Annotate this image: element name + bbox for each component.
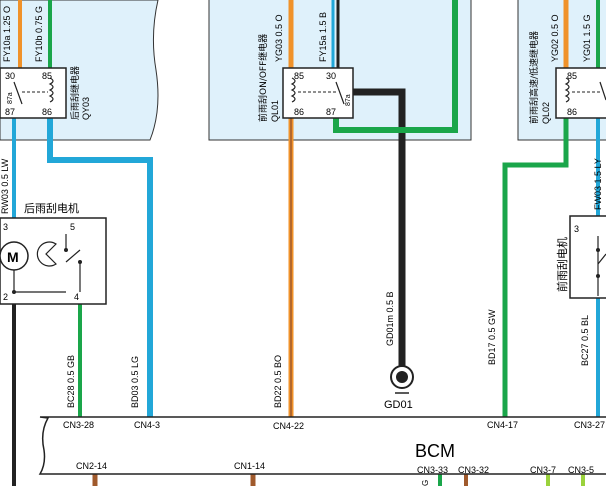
rear-motor-node bbox=[12, 290, 16, 294]
rear-motor-symbol: M bbox=[7, 249, 19, 265]
label-fy10a: FY10a 1.25 O bbox=[2, 6, 12, 62]
label-rw03: RW03 0.5 LW bbox=[0, 158, 10, 214]
rear-motor-pin-2: 2 bbox=[3, 292, 8, 302]
ground-inner-dot bbox=[396, 371, 408, 383]
relay-onoff-pin-87a: 87a bbox=[345, 94, 352, 106]
bcm-pin-cn1-14: CN1-14 bbox=[234, 461, 265, 471]
front-motor-pin-3: 3 bbox=[574, 224, 579, 234]
rear-motor-title: 后雨刮电机 bbox=[24, 201, 79, 215]
relay-speed-contact bbox=[599, 81, 606, 101]
rear-motor-pin-4: 4 bbox=[74, 292, 79, 302]
label-yg01: YG01 1.5 G bbox=[582, 14, 592, 62]
relay-rear-coil bbox=[48, 77, 54, 103]
front-motor-title: 前雨刮电机 bbox=[555, 237, 569, 292]
rear-motor-cam-icon bbox=[36, 241, 57, 267]
wires bbox=[12, 0, 600, 486]
bcm-pin-cn2-14: CN2-14 bbox=[76, 461, 107, 471]
label-bd22: BD22 0.5 BO bbox=[273, 355, 283, 408]
label-fw03: FW03 1.5 LY bbox=[593, 158, 603, 210]
label-bc27: BC27 0.5 BL bbox=[580, 315, 590, 366]
relay-rear-pin-86: 86 bbox=[42, 107, 52, 117]
relay-onoff-pin-87: 87 bbox=[326, 107, 336, 117]
wire-bd03 bbox=[47, 118, 153, 418]
front-wiper-motor: FW03 1.5 LY 3 前雨刮电机 bbox=[555, 158, 606, 299]
front-motor-dot-1 bbox=[596, 248, 600, 252]
bcm-pin-cn3-7: CN3-7 bbox=[530, 465, 556, 475]
relay-rear-pin-30: 30 bbox=[5, 71, 15, 81]
bcm-box bbox=[38, 416, 606, 475]
front-motor-dot-2 bbox=[596, 274, 600, 278]
label-fy10b: FY10b 0.75 G bbox=[34, 6, 44, 62]
bcm-pin-cn3-32: CN3-32 bbox=[458, 465, 489, 475]
bcm-pin-cn3-28: CN3-28 bbox=[63, 420, 94, 430]
label-bc28: BC28 0.5 GB bbox=[66, 355, 76, 408]
rear-motor-switch-b bbox=[65, 249, 81, 263]
relay-onoff-code: QL01 bbox=[270, 100, 280, 122]
bcm-title: BCM bbox=[415, 441, 455, 461]
ground-label: GD01 bbox=[384, 399, 413, 411]
wire-gd01m bbox=[352, 88, 406, 368]
wire-bd17 bbox=[502, 118, 569, 418]
ground-gd01: GD01 bbox=[384, 365, 414, 411]
relay-onoff-pin-86: 86 bbox=[294, 107, 304, 117]
bcm-pin-cn3-33: CN3-33 bbox=[417, 465, 448, 475]
label-yg03: YG03 0.5 O bbox=[274, 14, 284, 62]
relay-speed-box bbox=[555, 67, 606, 119]
relay-rear: 30 85 87a 87 86 后雨刮继电器 QY03 bbox=[0, 66, 91, 120]
rear-motor-switch-dot-2 bbox=[78, 260, 82, 264]
relay-speed-code: QL02 bbox=[541, 102, 551, 124]
label-yg02: YG02 0.5 O bbox=[550, 14, 560, 62]
relay-speed-name: 前雨刮高速/低速继电器 bbox=[528, 31, 540, 124]
relay-onoff-coil bbox=[290, 77, 296, 103]
rear-motor-pin-3: 3 bbox=[3, 222, 8, 232]
front-motor-internal-2 bbox=[597, 253, 606, 265]
relay-speed-pin-86: 86 bbox=[567, 107, 577, 117]
relay-onoff-box bbox=[282, 67, 354, 119]
bcm-pin-cn4-22: CN4-22 bbox=[273, 421, 304, 431]
label-bd17: BD17 0.5 GW bbox=[487, 309, 497, 365]
relay-rear-box bbox=[0, 67, 67, 119]
bcm-sub-g: G bbox=[421, 480, 430, 486]
label-fy15a: FY15a 1.5 B bbox=[318, 12, 328, 62]
relay-speed-pin-85: 85 bbox=[567, 71, 577, 81]
relay-rear-name: 后雨刮继电器 bbox=[69, 66, 81, 120]
relay-rear-code: QY03 bbox=[81, 97, 91, 120]
relay-front-onoff: 85 30 87a 86 87 前雨刮ON/OFF继电器 QL01 bbox=[257, 34, 354, 122]
relay-onoff-contact bbox=[335, 81, 345, 105]
relay-rear-pin-87: 87 bbox=[5, 107, 15, 117]
relay-onoff-pin-30: 30 bbox=[326, 71, 336, 81]
rear-motor-switch-dot-1 bbox=[64, 248, 68, 252]
front-motor-box bbox=[569, 215, 606, 299]
relay-speed-coil bbox=[564, 77, 570, 103]
wire-relay-link-green bbox=[333, 0, 458, 133]
rear-wiper-motor: RW03 0.5 LW 后雨刮电机 M 3 5 2 4 bbox=[0, 158, 107, 305]
rear-motor-pin-5: 5 bbox=[70, 222, 75, 232]
label-bd03: BD03 0.5 LG bbox=[130, 356, 140, 408]
bcm-pin-cn4-17: CN4-17 bbox=[487, 420, 518, 430]
relay-rear-contact bbox=[13, 81, 23, 105]
bcm-pin-cn3-5: CN3-5 bbox=[568, 465, 594, 475]
bcm-module: BCM CN3-28 CN4-3 CN4-22 CN4-17 CN3-27 CN… bbox=[38, 416, 606, 486]
label-gd01m: GD01m 0.5 B bbox=[385, 291, 395, 346]
relay-rear-pin-85: 85 bbox=[42, 71, 52, 81]
relay-onoff-pin-85: 85 bbox=[294, 71, 304, 81]
relay-rear-pin-87a: 87a bbox=[7, 92, 14, 104]
bcm-pin-cn4-3: CN4-3 bbox=[134, 420, 160, 430]
relay-onoff-name: 前雨刮ON/OFF继电器 bbox=[257, 34, 269, 122]
relay-front-speed: 85 86 前雨刮高速/低速继电器 QL02 bbox=[528, 31, 606, 124]
bcm-pin-cn3-27: CN3-27 bbox=[574, 420, 605, 430]
